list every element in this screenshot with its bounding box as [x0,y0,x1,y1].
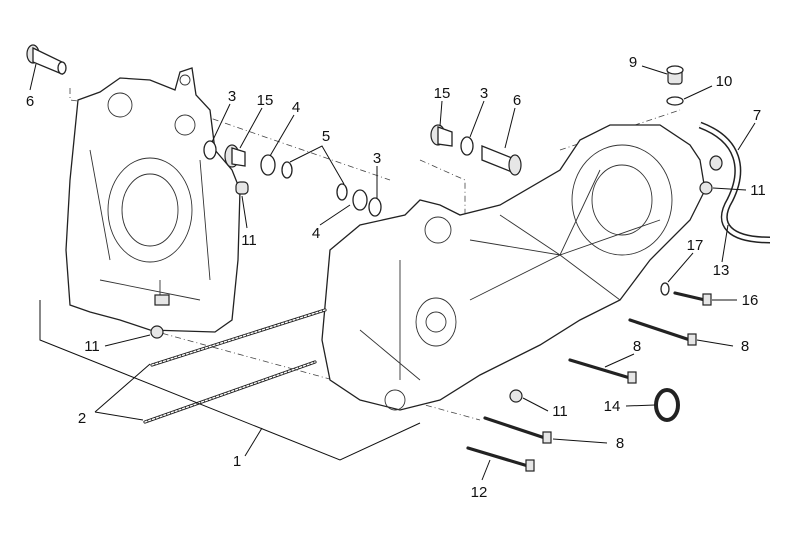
part-5-circlip [281,161,293,179]
left-crankcase-half [65,67,241,333]
callout-10: 10 [716,73,733,90]
callout-3: 3 [228,88,236,105]
callout-16: 16 [742,292,759,309]
callout-8: 8 [616,435,624,452]
callout-2: 2 [78,410,86,427]
part-8-bolt [568,358,637,384]
part-11-dowel [699,181,713,195]
callout-15: 15 [257,92,274,109]
assembly-axis-line [149,329,481,421]
callout-6: 6 [513,92,521,109]
part-4-washer [260,154,276,176]
part-8-bolt [483,416,552,444]
part-15-bushing [224,144,246,168]
part-11-dowel-lower [509,389,523,403]
part-6-pin-left [26,44,67,75]
part-11-dowel-upper [709,155,723,171]
part-3-oring-right [460,136,474,156]
part-3-oring [203,140,217,160]
callout-7: 7 [753,107,761,124]
callout-5: 5 [322,128,330,145]
assembly-axis-line [419,159,466,215]
leader-lines [29,63,756,481]
part-6-pin-right [481,145,522,176]
callout-14: 14 [604,398,621,415]
callout-12: 12 [471,484,488,501]
part-5-circlip [336,183,348,201]
part-12-bolt [466,446,535,472]
callout-11: 11 [552,403,568,420]
part-3-oring [368,197,382,217]
part-9-plug [666,65,684,85]
callout-11: 11 [241,232,257,249]
part-11-dowel-left [150,325,164,339]
callout-4: 4 [292,99,300,116]
part-8-bolt [628,318,697,346]
callout-11: 11 [750,182,766,199]
part-10-seal [666,96,684,106]
callout-4: 4 [312,225,320,242]
callout-17: 17 [687,237,704,254]
part-7-hose-inner [699,123,771,242]
callout-11: 11 [84,338,100,355]
callout-8: 8 [633,338,641,355]
part-16-bolt [673,291,712,306]
callout-15: 15 [434,85,451,102]
callout-1: 1 [233,453,241,470]
part-2-stud [143,360,317,424]
callout-3: 3 [480,85,488,102]
right-crankcase-half [321,124,706,411]
callout-3: 3 [373,150,381,167]
callout-9: 9 [629,54,637,71]
part-11-dowel [235,181,249,195]
assembly-axis-line [559,109,681,151]
part-4-washer [352,189,368,211]
callout-13: 13 [713,262,730,279]
part-14-seal-ring [654,388,680,422]
part-15-bushing-right [430,124,453,147]
part-17-oring [660,282,670,296]
callout-8: 8 [741,338,749,355]
part-2-stud [150,308,327,367]
callout-6: 6 [26,93,34,110]
